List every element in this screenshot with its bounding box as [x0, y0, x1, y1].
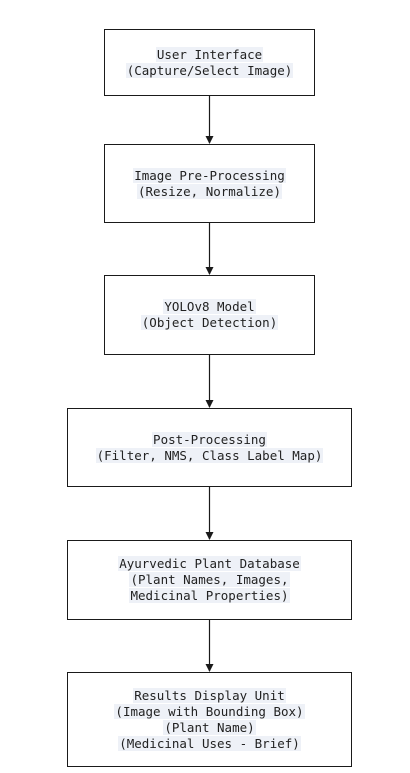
image-pre-processing-line-2: (Resize, Normalize): [137, 183, 282, 199]
results-display-unit-line-3: (Plant Name): [163, 719, 256, 735]
post-processing-box: Post-Processing(Filter, NMS, Class Label…: [67, 408, 352, 487]
image-pre-processing-line-1: Image Pre-Processing: [133, 167, 286, 183]
results-display-unit-line-2: (Image with Bounding Box): [114, 703, 305, 719]
user-interface-box: User Interface(Capture/Select Image): [104, 29, 315, 96]
user-interface-line-2: (Capture/Select Image): [125, 62, 294, 78]
yolov8-model-line-2: (Object Detection): [140, 315, 279, 330]
image-pre-processing-box: Image Pre-Processing(Resize, Normalize): [104, 144, 315, 223]
results-display-unit-line-4: (Medicinal Uses - Brief): [118, 735, 301, 751]
post-processing-line-2: (Filter, NMS, Class Label Map): [95, 447, 324, 463]
yolov8-model-box: YOLOv8 Model(Object Detection): [104, 275, 315, 355]
results-display-unit-box: Results Display Unit(Image with Bounding…: [67, 672, 352, 767]
ayurvedic-plant-database-line-1: Ayurvedic Plant Database: [118, 556, 301, 571]
ayurvedic-plant-database-line-2: (Plant Names, Images,: [129, 572, 290, 587]
results-display-unit-line-1: Results Display Unit: [133, 687, 286, 703]
post-processing-line-1: Post-Processing: [152, 431, 267, 447]
ayurvedic-plant-database-line-3: Medicinal Properties): [129, 588, 290, 603]
yolov8-model-line-1: YOLOv8 Model: [163, 299, 256, 314]
user-interface-line-1: User Interface: [155, 46, 264, 62]
ayurvedic-plant-database-box: Ayurvedic Plant Database(Plant Names, Im…: [67, 540, 352, 620]
